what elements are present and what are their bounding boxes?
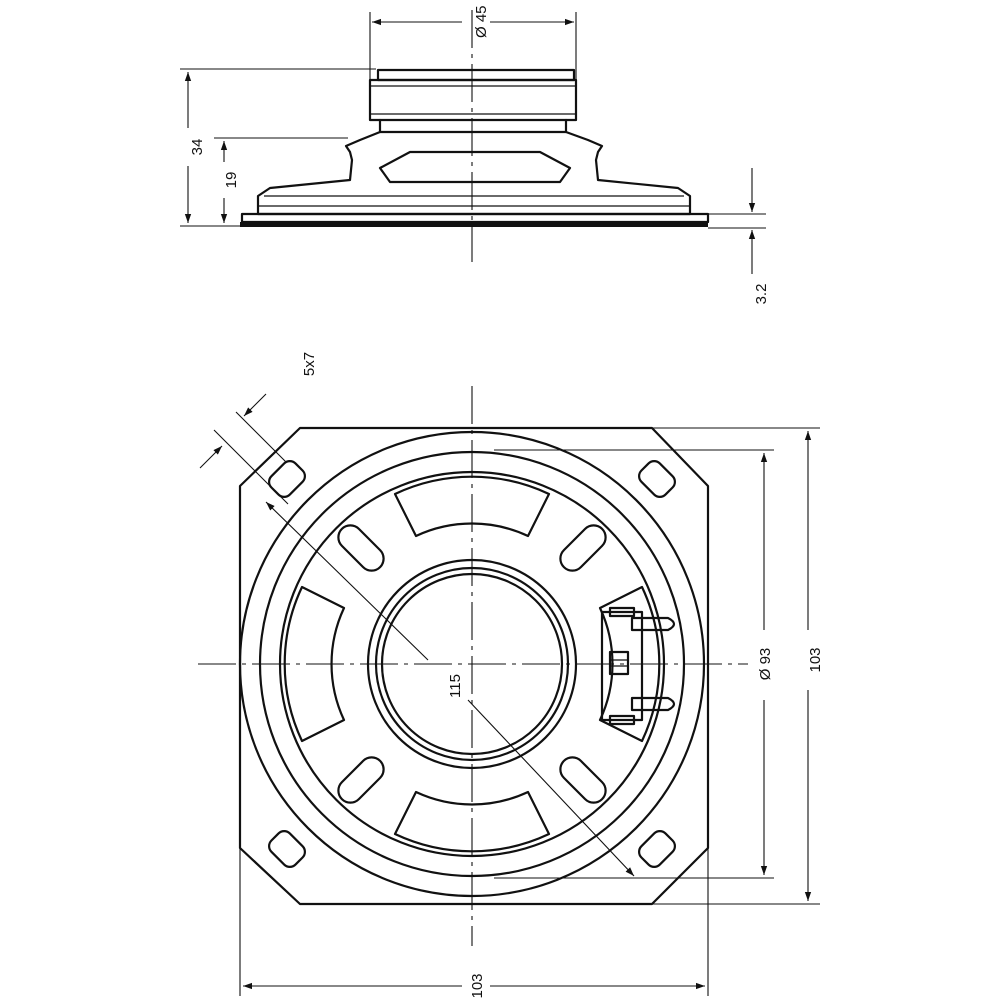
window-bottom — [393, 790, 551, 853]
mount-hole-top-left — [268, 460, 306, 498]
slot-bottom-left — [337, 756, 385, 804]
label-magnet-diameter: Ø 45 — [473, 5, 490, 38]
label-cone-diameter: Ø 93 — [757, 648, 774, 681]
mount-hole-bottom-right — [638, 830, 676, 868]
label-frame-width: 103 — [469, 973, 486, 998]
speaker-frame — [238, 426, 710, 906]
slot-top-right — [559, 524, 607, 572]
magnet-top-plate — [376, 68, 576, 82]
slot-top-left — [337, 524, 385, 572]
pole-plate — [378, 118, 568, 134]
flange — [240, 212, 710, 224]
label-slot-size: 5x7 — [301, 352, 318, 376]
window-right — [598, 585, 661, 743]
mount-hole-bottom-left — [268, 830, 306, 868]
label-total-height: 34 — [189, 139, 206, 156]
gasket — [240, 222, 708, 227]
front-view — [198, 386, 820, 996]
mount-hole-top-right — [638, 460, 676, 498]
window-top — [393, 475, 551, 538]
side-view — [180, 10, 766, 274]
terminal-rivet — [608, 650, 630, 676]
label-gasket-thickness: 3.2 — [753, 284, 770, 305]
basket-window — [378, 150, 572, 184]
terminal-tab-bottom — [630, 696, 676, 712]
slot-bottom-right — [559, 756, 607, 804]
window-left — [283, 585, 346, 743]
magnet-body — [368, 78, 578, 122]
terminal-housing — [600, 610, 644, 722]
terminal-block — [600, 606, 676, 726]
label-hole-spacing: 115 — [447, 674, 464, 698]
terminal-tab-top — [630, 616, 676, 632]
label-frame-height: 103 — [807, 647, 824, 672]
basket-frame — [256, 130, 692, 216]
label-basket-height: 19 — [223, 172, 240, 189]
